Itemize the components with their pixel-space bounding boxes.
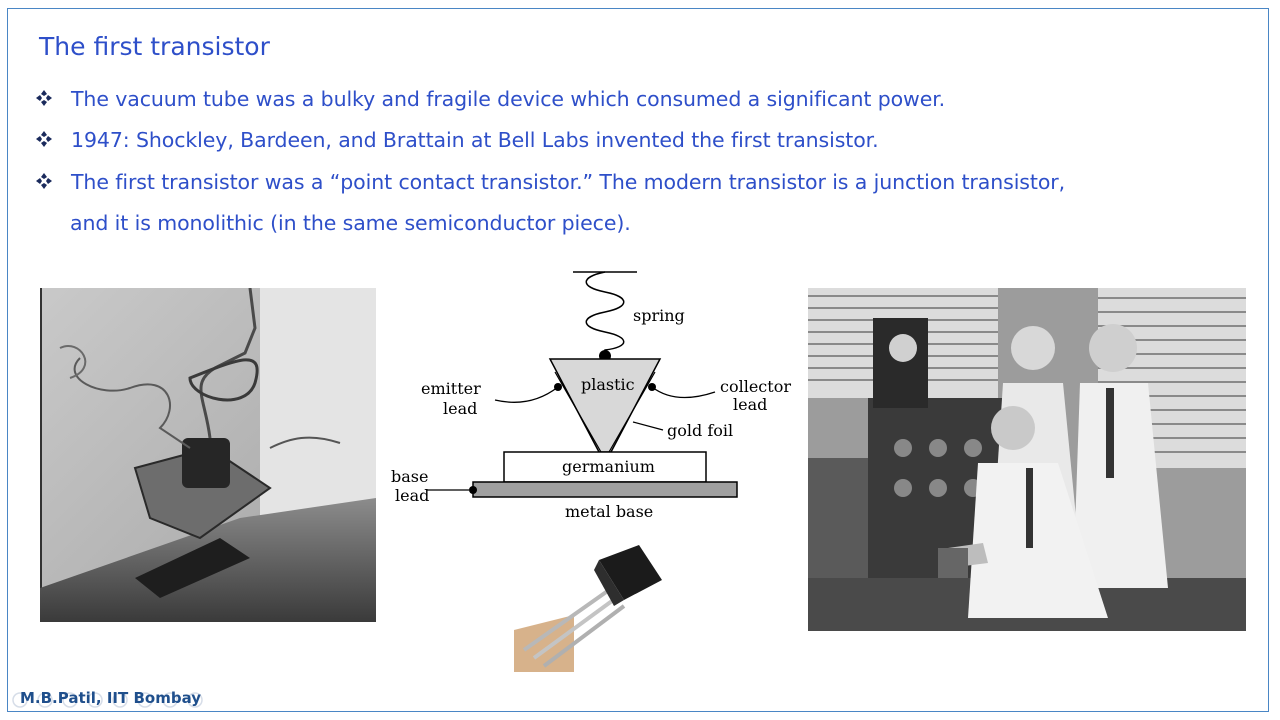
label-spring: spring bbox=[633, 306, 685, 325]
diamond-bullet-icon bbox=[35, 129, 59, 153]
point-contact-diagram: spring plastic emitter lead collector le… bbox=[385, 262, 795, 532]
diamond-bullet-icon bbox=[35, 88, 59, 112]
bullet-1: The vacuum tube was a bulky and fragile … bbox=[35, 87, 945, 112]
plastic-wedge bbox=[548, 358, 662, 453]
label-germanium: germanium bbox=[562, 457, 655, 476]
footer-author: M.B.Patil, IIT Bombay bbox=[20, 689, 202, 707]
inventors-photo bbox=[808, 288, 1246, 631]
bullet-3-text: The first transistor was a “point contac… bbox=[71, 170, 1066, 194]
label-emitter-lead: lead bbox=[443, 399, 477, 418]
label-collector-lead: lead bbox=[733, 395, 767, 414]
slide-title: The first transistor bbox=[39, 32, 270, 61]
first-transistor-photo bbox=[40, 288, 376, 622]
label-emitter: emitter bbox=[421, 379, 481, 398]
label-collector: collector bbox=[720, 377, 791, 396]
label-base-lead: lead bbox=[395, 486, 429, 505]
bullet-2: 1947: Shockley, Bardeen, and Brattain at… bbox=[35, 128, 879, 153]
bullet-1-text: The vacuum tube was a bulky and fragile … bbox=[71, 87, 946, 111]
label-base: base bbox=[391, 467, 428, 486]
spring-coil bbox=[585, 271, 625, 354]
label-metal-base: metal base bbox=[565, 502, 653, 521]
bullet-3: The first transistor was a “point contac… bbox=[35, 170, 1065, 195]
modern-transistor-photo bbox=[514, 540, 664, 672]
metal-base bbox=[472, 481, 738, 498]
bullet-2-text: 1947: Shockley, Bardeen, and Brattain at… bbox=[71, 128, 879, 152]
label-gold-foil: gold foil bbox=[667, 421, 733, 440]
diamond-bullet-icon bbox=[35, 171, 59, 195]
germanium-block bbox=[503, 451, 707, 483]
footer-decoration bbox=[10, 690, 210, 710]
label-plastic: plastic bbox=[581, 375, 635, 394]
bullet-3-continuation: and it is monolithic (in the same semico… bbox=[70, 211, 631, 235]
